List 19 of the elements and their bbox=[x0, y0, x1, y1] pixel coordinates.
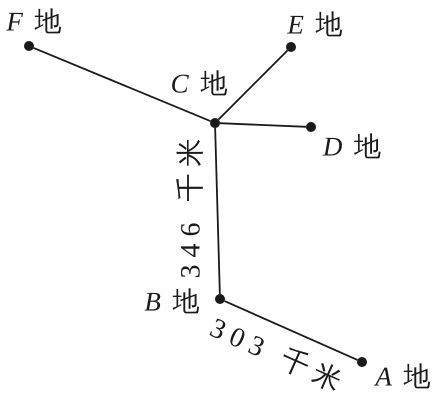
location-dot bbox=[210, 118, 220, 128]
location-dot bbox=[306, 122, 316, 132]
location-dot bbox=[215, 294, 225, 304]
distance-label: 346 千米 bbox=[177, 132, 205, 278]
place-label: D 地 bbox=[322, 134, 382, 160]
road-line bbox=[220, 122, 306, 128]
distance-label: 303 千米 bbox=[205, 314, 351, 400]
place-label: A 地 bbox=[375, 364, 431, 390]
location-dot bbox=[24, 41, 34, 51]
road-line bbox=[33, 47, 211, 122]
place-label: B 地 bbox=[144, 288, 200, 316]
place-label: F 地 bbox=[6, 8, 62, 36]
place-label: E 地 bbox=[287, 12, 343, 38]
location-dot bbox=[357, 357, 367, 367]
location-dot bbox=[286, 42, 296, 52]
road-line bbox=[218, 50, 288, 120]
place-label: C 地 bbox=[170, 70, 228, 98]
road-line bbox=[224, 300, 358, 361]
road-line bbox=[214, 128, 221, 294]
